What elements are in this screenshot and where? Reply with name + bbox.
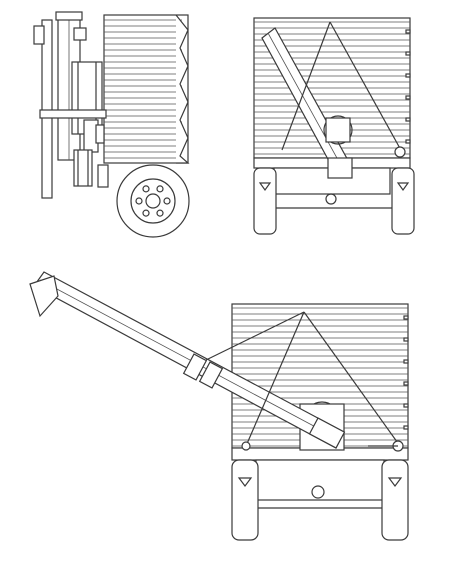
rear-right-tire (391, 167, 415, 235)
rear-brace-strut (281, 21, 331, 151)
deployed-side-pin (403, 403, 409, 408)
deployed-right-reflector (387, 477, 403, 487)
side-tube-left (41, 19, 53, 199)
rear-auger-stowed (261, 21, 406, 179)
side-hitch-post (97, 164, 109, 188)
rear-auger-mount (325, 117, 351, 143)
deployed-side-pin (403, 359, 409, 364)
rear-brace-cable (329, 21, 403, 153)
deployed-tube-clamp-a (182, 353, 208, 381)
rear-side-pin (405, 73, 411, 78)
rear-side-pin (405, 117, 411, 122)
deployed-side-pin (403, 315, 409, 320)
side-wheel (116, 164, 190, 238)
rear-side-pin (405, 95, 411, 100)
rear-view-deployed (29, 271, 409, 541)
side-crossbar (39, 109, 107, 119)
side-lug-nut (142, 209, 150, 217)
deployed-side-pin (403, 337, 409, 342)
side-rim (130, 178, 176, 224)
side-gearbox-flange (95, 124, 105, 144)
side-lug-nut (156, 209, 164, 217)
side-body-panel (103, 14, 189, 164)
deployed-discharge-spout (29, 275, 59, 318)
rear-left-reflector (258, 182, 272, 192)
side-lug-nut (142, 185, 150, 193)
side-lug-nut (163, 197, 171, 205)
side-auger-tube (33, 11, 109, 199)
deployed-left-tire (231, 459, 259, 541)
rear-auger-hopper (327, 157, 353, 179)
side-break-edge (175, 14, 190, 164)
side-top-bracket (73, 27, 87, 41)
side-hook (33, 25, 45, 45)
side-wagon-body (103, 14, 190, 164)
rear-right-reflector (396, 182, 410, 192)
deployed-strut-foot (241, 441, 251, 451)
rear-side-pin (405, 29, 411, 34)
rear-side-pins (405, 29, 411, 144)
side-hub (145, 193, 161, 209)
rear-auger-pulley (323, 115, 353, 145)
deployed-lift-cable (205, 311, 305, 361)
deployed-support-strut (245, 311, 305, 447)
rear-cable-anchor (394, 146, 406, 158)
deployed-hitch-eye (311, 485, 325, 499)
deployed-side-pins (403, 315, 409, 430)
side-tube-cap (55, 11, 83, 21)
side-lug-nut (156, 185, 164, 193)
side-view (33, 11, 190, 238)
rear-auger-centerline (267, 32, 344, 170)
side-lug-nut (135, 197, 143, 205)
side-corrugation-lines (104, 19, 182, 159)
deployed-bumper-box (255, 459, 385, 501)
rear-side-pin (405, 51, 411, 56)
deployed-tube-clamp-b (198, 361, 224, 389)
deployed-auger-intake (308, 417, 346, 449)
deployed-auger (29, 271, 404, 452)
rear-left-tire (253, 167, 277, 235)
deployed-auger-centerline (39, 279, 341, 441)
deployed-brace-cable (303, 311, 401, 447)
rear-hitch-eye (325, 193, 337, 205)
deployed-side-pin (403, 381, 409, 386)
side-lug-nuts (135, 185, 171, 217)
rear-view-stowed (253, 17, 415, 235)
deployed-side-pin (403, 425, 409, 430)
deployed-left-reflector (237, 477, 253, 487)
rear-side-pin (405, 139, 411, 144)
side-tire (116, 164, 190, 238)
deployed-right-tire (381, 459, 409, 541)
side-spout (73, 149, 93, 187)
